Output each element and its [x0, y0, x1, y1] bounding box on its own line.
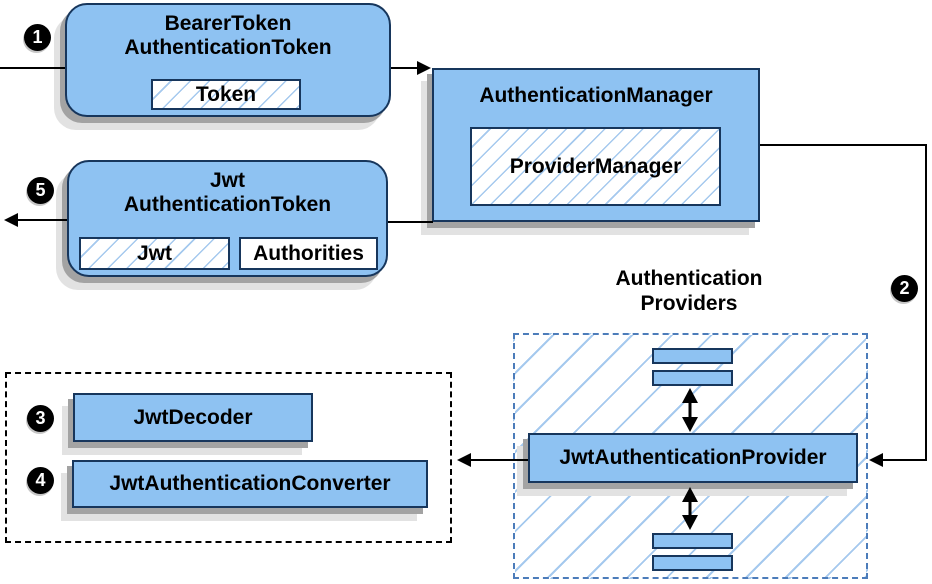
chip-jwt: Jwt — [79, 237, 230, 270]
node-jwt-authentication-provider: JwtAuthenticationProvider — [528, 433, 858, 483]
chip-token: Token — [151, 79, 301, 110]
node-jwt-decoder: JwtDecoder — [73, 393, 313, 442]
provider-placeholder-rect — [652, 370, 733, 386]
authentication-providers-label: Authentication Providers — [564, 266, 814, 316]
node-title-line: AuthenticationToken — [124, 36, 332, 59]
chip-authorities: Authorities — [239, 237, 378, 270]
provider-placeholder-rect — [652, 348, 733, 364]
node-title-line: Jwt — [209, 169, 245, 192]
node-jwt-authentication-token: Jwt AuthenticationToken Jwt Authorities — [67, 160, 388, 277]
step-badge-1: 1 — [24, 24, 51, 51]
step-badge-5: 5 — [27, 177, 54, 204]
node-title-line: AuthenticationToken — [123, 193, 332, 216]
step-badge-4: 4 — [27, 467, 54, 494]
node-title-line: AuthenticationManager — [479, 84, 713, 107]
node-jwt-authentication-converter: JwtAuthenticationConverter — [72, 460, 428, 508]
edge-jwttoken-outgoing-arrow — [4, 213, 67, 227]
node-authentication-manager: AuthenticationManager ProviderManager — [432, 68, 760, 222]
node-title-line: BearerToken — [164, 12, 292, 35]
step-badge-2: 2 — [891, 275, 918, 302]
chip-provider-manager: ProviderManager — [470, 127, 721, 206]
step-badge-3: 3 — [27, 405, 54, 432]
provider-placeholder-rect — [652, 555, 733, 571]
jwt-components-container — [5, 372, 452, 543]
label-line: Authentication — [615, 267, 763, 290]
label-line: Providers — [640, 292, 738, 315]
provider-placeholder-rect — [652, 533, 733, 549]
node-bearer-token-authentication-token: BearerToken AuthenticationToken Token — [65, 3, 391, 117]
edge-bearer-to-manager-arrow — [391, 61, 431, 75]
